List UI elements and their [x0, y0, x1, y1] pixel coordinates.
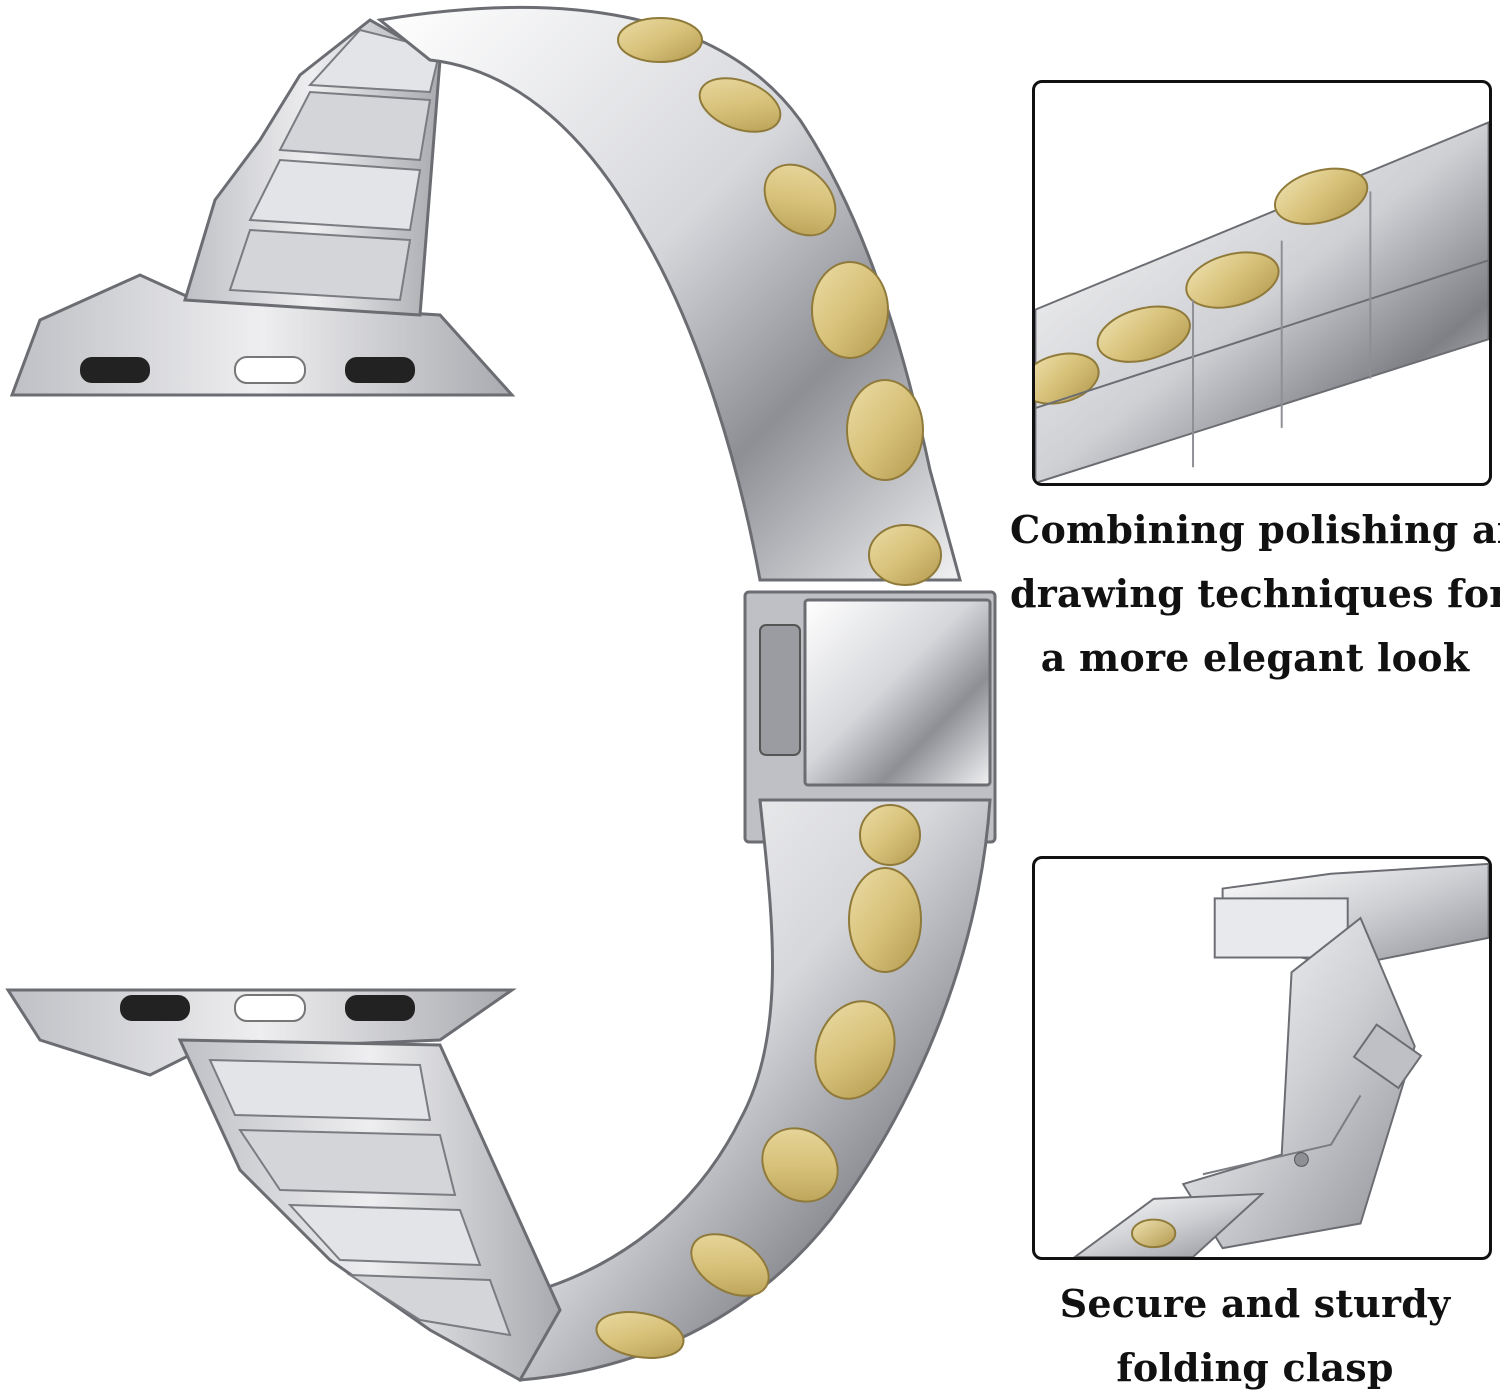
polish-detail-box	[1032, 80, 1492, 486]
clasp-caption-line-2: folding clasp	[1116, 1345, 1394, 1390]
polished-links-closeup	[1035, 121, 1489, 483]
top-lug-adapter	[9, 273, 516, 397]
polish-caption: Combining polishing and drawing techniqu…	[1010, 498, 1500, 690]
top-strap-links	[183, 18, 442, 317]
polish-caption-line-2: drawing techniques for	[1010, 571, 1500, 616]
clasp-detail-box	[1032, 856, 1492, 1260]
bottom-strap-links	[177, 1038, 562, 1383]
band-upper-arc	[376, 5, 962, 586]
polish-caption-line-3: a more elegant look	[1040, 635, 1470, 680]
polish-caption-line-1: Combining polishing and	[1010, 507, 1500, 552]
watch-band-illustration	[5, 5, 997, 1383]
band-lower-arc	[498, 798, 992, 1382]
folding-clasp-closeup	[1073, 862, 1489, 1257]
bottom-lug-adapter	[5, 988, 517, 1077]
clasp-caption: Secure and sturdy folding clasp	[1010, 1272, 1500, 1400]
clasp-caption-line-1: Secure and sturdy	[1059, 1281, 1451, 1326]
